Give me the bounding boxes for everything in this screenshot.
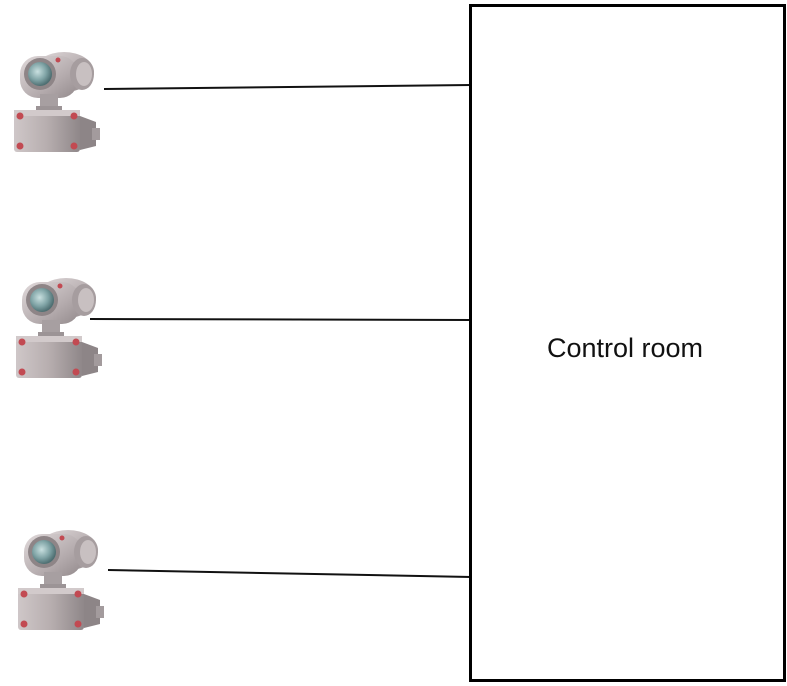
control-room-box: [469, 4, 786, 682]
signal-line-2: [89, 318, 472, 321]
control-room-label: Control room: [547, 333, 703, 363]
signal-line-1: [103, 84, 472, 90]
transmitter-icon-2: [16, 278, 102, 378]
signal-line-3: [107, 569, 472, 578]
transmitter-icon-3: [18, 530, 104, 630]
transmitter-icon-1: [14, 52, 100, 152]
